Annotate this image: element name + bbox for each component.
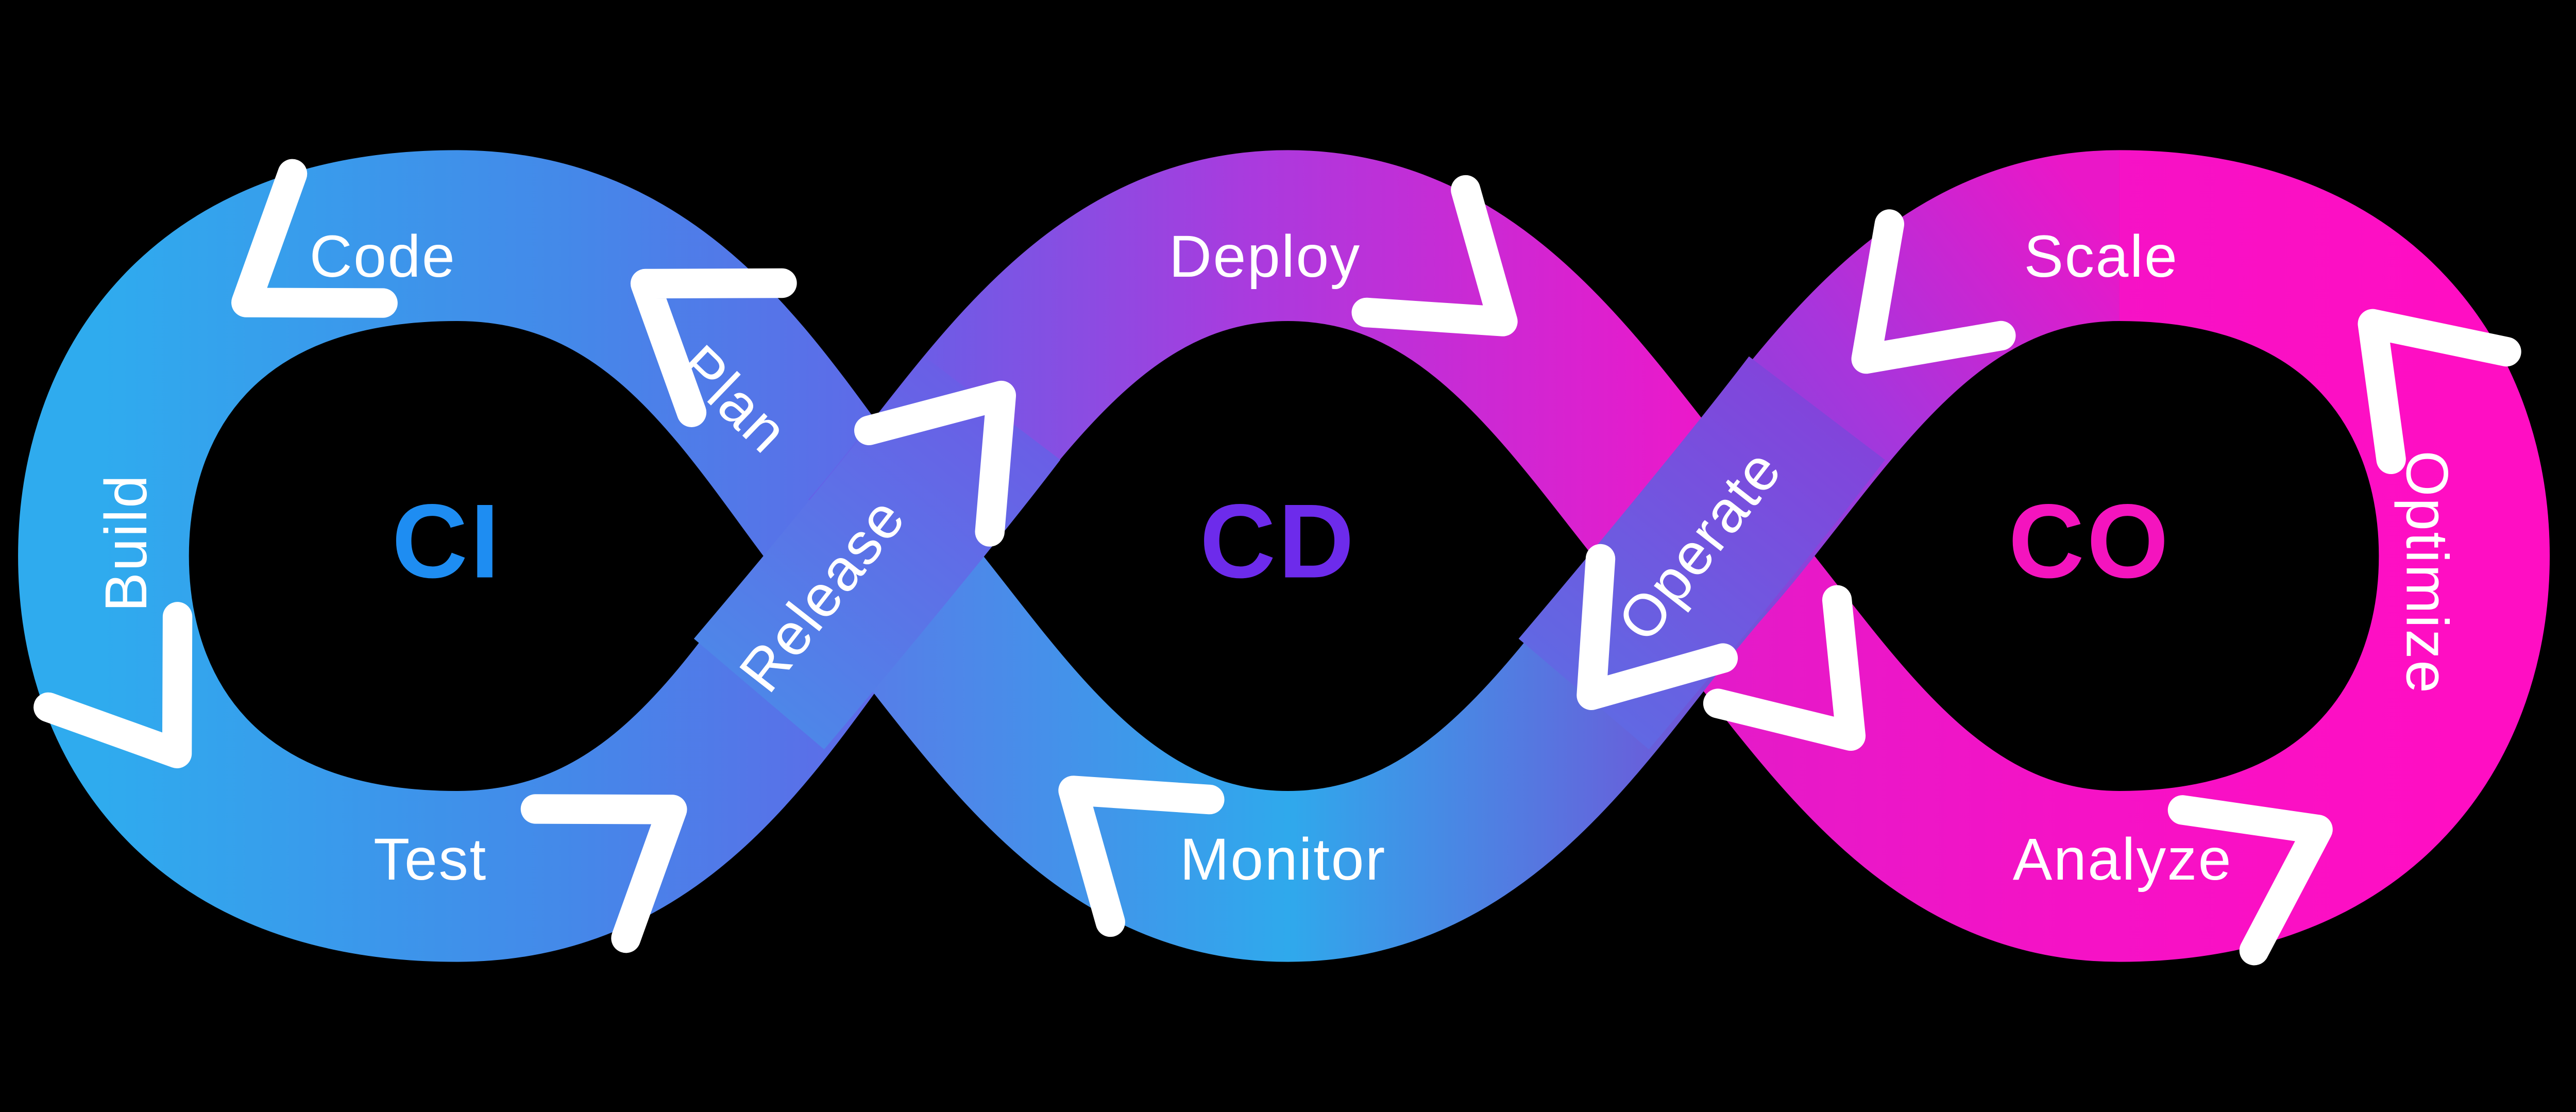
loop-label-ci: CI <box>392 482 502 600</box>
operate-crossing-ribbon <box>1518 356 1885 750</box>
loop-label-cd: CD <box>1200 482 1357 600</box>
stage-label-test: Test <box>374 827 487 892</box>
stage-label-code: Code <box>310 224 456 290</box>
stage-label-scale: Scale <box>2024 224 2178 290</box>
loop-label-co: CO <box>2008 482 2171 600</box>
stage-label-deploy: Deploy <box>1169 224 1361 290</box>
stage-label-analyze: Analyze <box>2013 827 2232 892</box>
release-crossing-ribbon <box>693 356 1061 750</box>
stage-label-monitor: Monitor <box>1180 827 1386 892</box>
stage-label-optimize: Optimize <box>2394 450 2460 694</box>
loop-center-labels: CI CD CO <box>392 482 2171 600</box>
stage-label-build: Build <box>93 474 159 612</box>
